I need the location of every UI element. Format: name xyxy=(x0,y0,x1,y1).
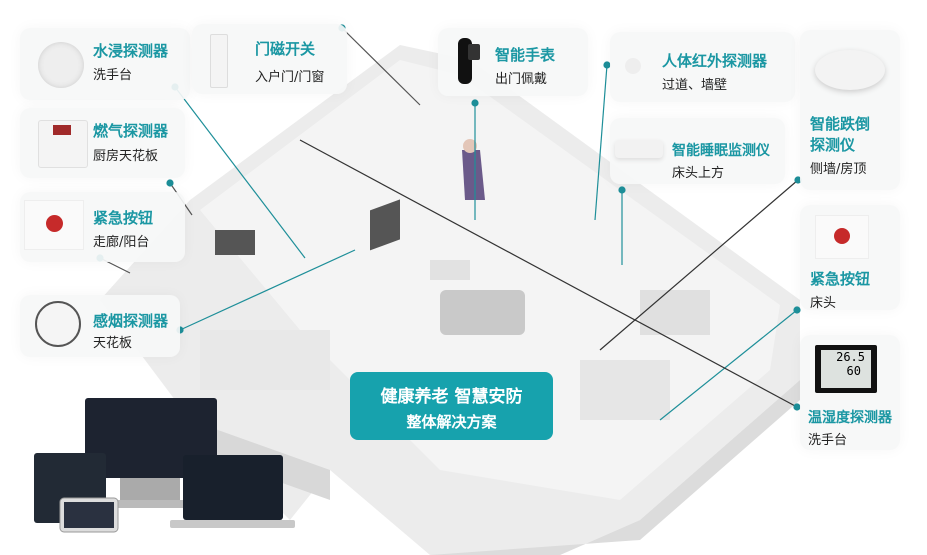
emergency-button-icon xyxy=(24,200,84,250)
banner-title: 健康养老 智慧安防 xyxy=(380,387,523,407)
card-door-sensor: 门磁开关 入户门/门窗 xyxy=(192,24,347,94)
card-emergency-button-corridor: 紧急按钮 走廊/阳台 xyxy=(20,192,185,262)
bed xyxy=(580,360,670,420)
solution-banner: 健康养老 智慧安防 整体解决方案 xyxy=(350,372,553,440)
card-sleep-monitor: 智能睡眠监测仪 床头上方 xyxy=(610,118,785,184)
banner-subtitle: 整体解决方案 xyxy=(406,413,497,431)
card-water-leak-detector: 水浸探测器 洗手台 xyxy=(20,28,190,100)
monitoring-devices xyxy=(34,398,295,533)
card-fall-detector: 智能跌倒 探测仪 侧墙/房顶 xyxy=(800,30,900,190)
stove xyxy=(215,230,255,255)
card-infrared-detector: 人体红外探测器 过道、墙壁 xyxy=(610,32,795,102)
card-emergency-button-bedside: 紧急按钮 床头 xyxy=(800,205,900,311)
card-smoke-detector: 感烟探测器 天花板 xyxy=(20,295,180,357)
water-leak-detector-icon xyxy=(38,42,84,88)
sofa xyxy=(440,290,525,335)
emergency-button-icon xyxy=(815,215,869,259)
infrared-detector-icon xyxy=(625,58,641,74)
smoke-detector-icon xyxy=(35,301,81,347)
thermo-hygrometer-icon: 26.5 60 xyxy=(815,345,877,393)
card-gas-detector: 燃气探测器 厨房天花板 xyxy=(20,108,185,178)
card-thermo-hygrometer: 26.5 60 温湿度探测器 洗手台 xyxy=(800,335,900,450)
gas-detector-icon xyxy=(38,120,88,168)
door-sensor-icon xyxy=(210,34,228,88)
fall-detector-icon xyxy=(815,50,885,90)
card-smart-watch: 智能手表 出门佩戴 xyxy=(438,28,588,96)
elderly-person xyxy=(462,150,485,200)
sleep-monitor-icon xyxy=(615,140,663,158)
